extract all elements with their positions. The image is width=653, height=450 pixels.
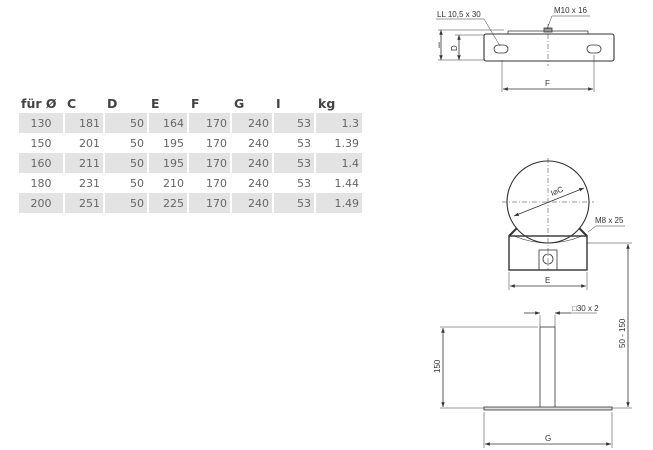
table-cell: 240 <box>248 136 269 150</box>
table-cell: 53 <box>297 176 311 190</box>
table-cell: 231 <box>79 176 100 190</box>
table-cell: 195 <box>163 136 184 150</box>
table-cell: 225 <box>149 193 187 213</box>
table-cell: 130 <box>19 113 63 133</box>
dim-d-label: D <box>450 45 459 51</box>
table-cell: 180 <box>30 176 52 190</box>
dim-e-label: E <box>545 276 550 285</box>
col-header: E <box>151 95 160 111</box>
table-cell: 240 <box>232 193 272 213</box>
table-cell: 170 <box>189 153 230 173</box>
stand-view <box>440 244 632 448</box>
top-view-bracket <box>436 15 615 92</box>
dim-range-label: 50 - 150 <box>618 318 627 348</box>
dim-i-label: I <box>438 41 440 50</box>
table-row: 150 201 50 195 170 240 53 1.39 <box>19 133 362 153</box>
table-cell: 200 <box>19 193 63 213</box>
table-cell: 1.3 <box>316 113 362 133</box>
table-cell: 50 <box>130 176 144 190</box>
table-cell: 170 <box>189 113 230 133</box>
dim-c-label: I⌀C <box>549 185 564 198</box>
table-cell: 1.4 <box>316 153 362 173</box>
col-header: I <box>276 95 281 111</box>
dim-150-label: 150 <box>433 359 442 373</box>
bolt-side-label: M8 x 25 <box>595 216 624 225</box>
table-cell: 164 <box>149 113 187 133</box>
dim-f-label: F <box>545 79 550 88</box>
front-view-clamp <box>502 158 632 290</box>
table-cell: 170 <box>206 176 227 190</box>
table-cell: 50 <box>105 193 147 213</box>
slot-label: LL 10,5 x 30 <box>437 10 481 19</box>
col-header: C <box>67 95 77 111</box>
nut-icon <box>542 253 554 265</box>
table-cell: 160 <box>19 153 63 173</box>
tube-label: □30 x 2 <box>572 304 599 313</box>
table-cell: 170 <box>189 193 230 213</box>
table-cell: 50 <box>130 136 144 150</box>
table-cell: 240 <box>232 153 272 173</box>
dim-g-label: G <box>545 434 551 443</box>
table-cell: 1.39 <box>334 136 360 150</box>
col-header: D <box>107 95 118 111</box>
table-cell: 201 <box>79 136 100 150</box>
slot-left <box>493 44 509 54</box>
table-cell: 1.49 <box>316 193 362 213</box>
table-row: 180 231 50 210 170 240 53 1.44 <box>19 173 362 193</box>
table-cell: 211 <box>65 153 103 173</box>
col-header: F <box>191 95 200 111</box>
col-header: G <box>234 95 245 111</box>
table-cell: 251 <box>65 193 103 213</box>
table-cell: 50 <box>105 113 147 133</box>
col-header: kg <box>318 95 336 111</box>
table-cell: 1.44 <box>334 176 360 190</box>
bolt-top-label: M10 x 16 <box>554 6 587 15</box>
table-cell: 150 <box>30 136 52 150</box>
table-header: für Ø C D E F G I kg <box>19 93 362 113</box>
table-cell: 50 <box>105 153 147 173</box>
table-cell: 240 <box>232 113 272 133</box>
table-cell: 170 <box>206 136 227 150</box>
table-cell: 181 <box>65 113 103 133</box>
table-cell: 53 <box>274 153 314 173</box>
table-cell: 53 <box>274 113 314 133</box>
table-cell: 195 <box>149 153 187 173</box>
table-cell: 53 <box>274 193 314 213</box>
col-header: für Ø <box>21 95 57 111</box>
slot-right <box>586 44 602 54</box>
table-cell: 240 <box>248 176 269 190</box>
table-cell: 210 <box>163 176 184 190</box>
table-cell: 53 <box>297 136 311 150</box>
